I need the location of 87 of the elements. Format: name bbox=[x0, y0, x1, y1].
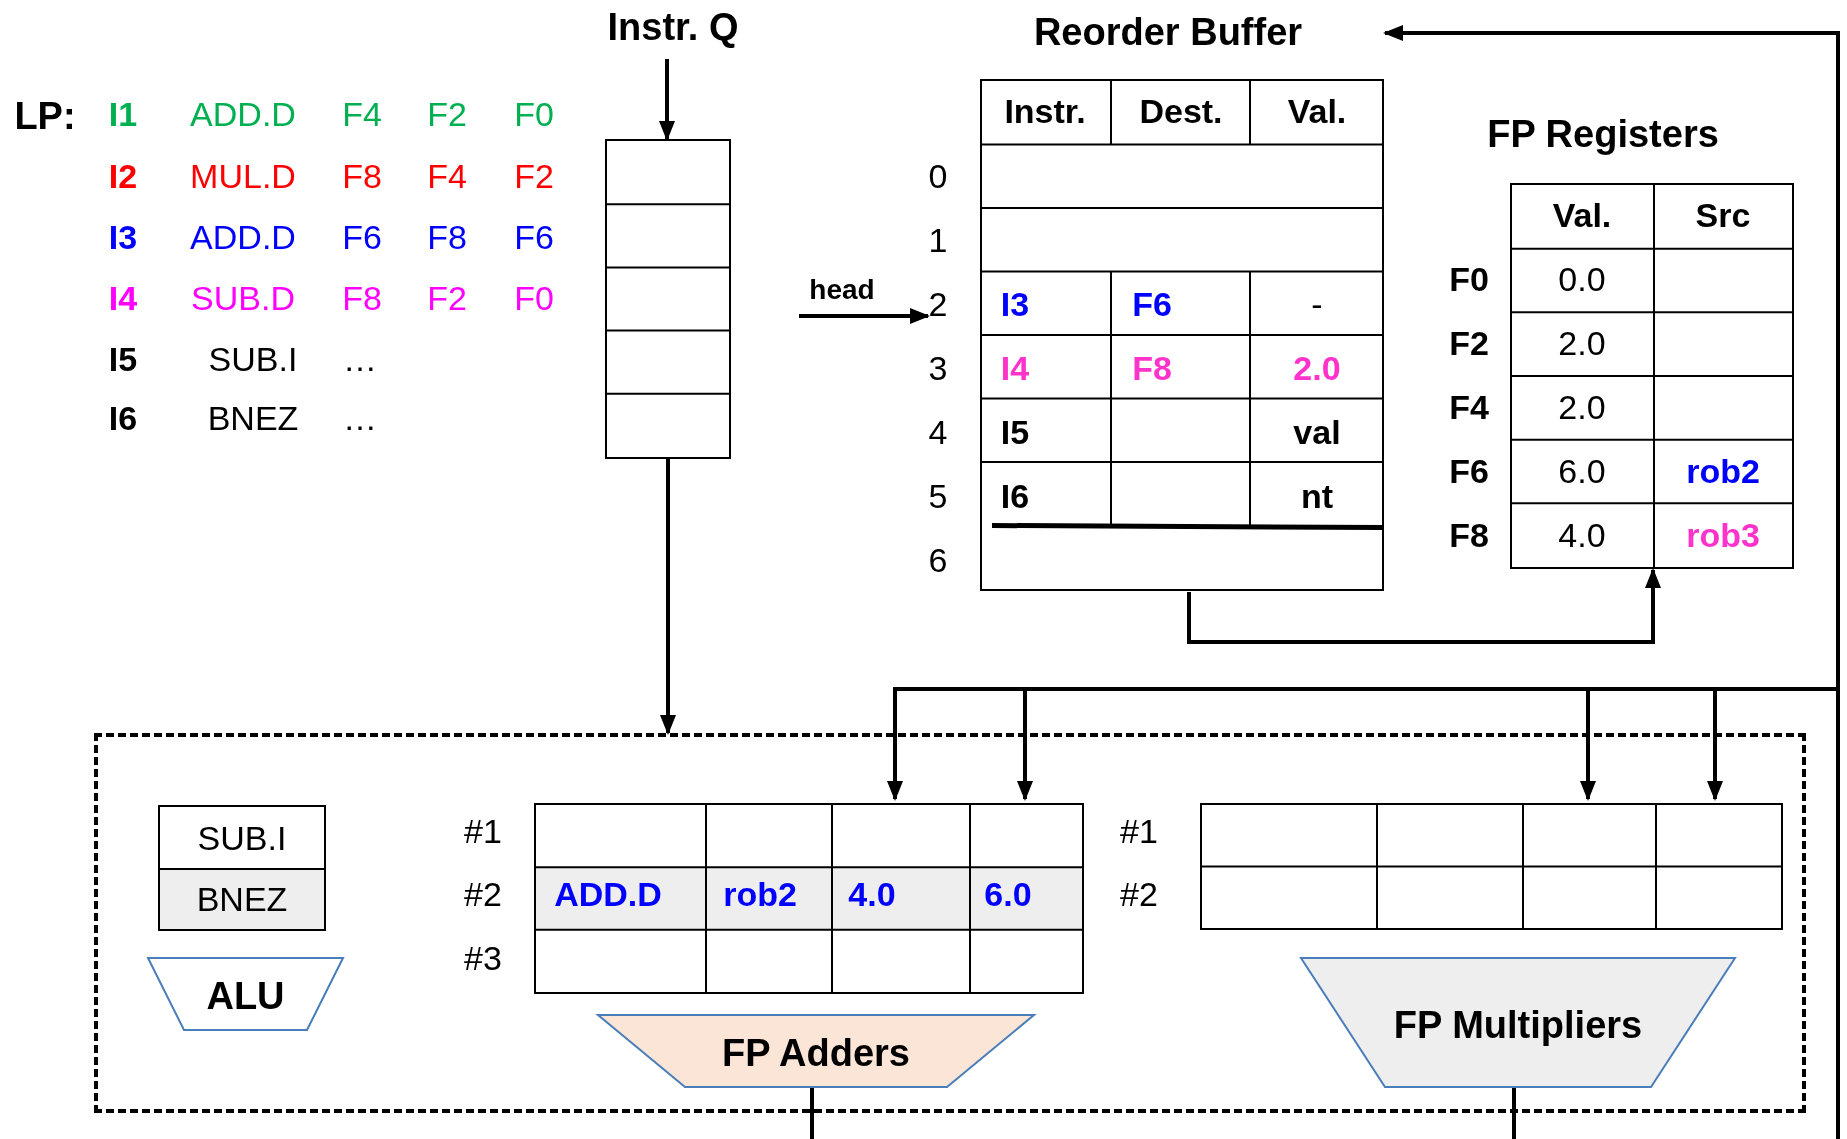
queue-title: Instr. Q bbox=[607, 7, 739, 49]
code-text: F8 bbox=[342, 158, 382, 196]
stack-entry: BNEZ bbox=[196, 880, 288, 919]
cell-value: 2.0 bbox=[1558, 325, 1606, 363]
table-title: FP Registers bbox=[1487, 114, 1719, 156]
register-name: F0 bbox=[1449, 261, 1489, 299]
row-number: 0 bbox=[928, 158, 948, 196]
code-text: F0 bbox=[514, 280, 554, 318]
cell-value: 2.0 bbox=[1558, 389, 1606, 427]
code-text: F2 bbox=[427, 96, 467, 134]
code-text: BNEZ bbox=[207, 400, 299, 438]
code-text: F4 bbox=[342, 96, 382, 134]
row-number: 4 bbox=[928, 414, 948, 452]
code-text: SUB.D bbox=[191, 280, 295, 318]
code-text: F2 bbox=[514, 158, 554, 196]
register-name: F4 bbox=[1449, 389, 1489, 427]
station-number: #2 bbox=[1120, 876, 1158, 914]
code-text: F8 bbox=[342, 280, 382, 318]
cell-value: I6 bbox=[1000, 478, 1030, 516]
cell-value: - bbox=[1311, 286, 1323, 324]
cell-value: I3 bbox=[1000, 286, 1030, 324]
column-header: Val. bbox=[1287, 93, 1347, 131]
register-name: F8 bbox=[1449, 517, 1489, 555]
reservation-station-table bbox=[534, 803, 1084, 994]
instruction-id: I4 bbox=[108, 280, 138, 318]
row-number: 6 bbox=[928, 542, 948, 580]
code-text: MUL.D bbox=[190, 158, 296, 196]
unit-label: ALU bbox=[206, 976, 285, 1018]
instruction-id: I3 bbox=[108, 219, 138, 257]
column-header: Dest. bbox=[1139, 93, 1223, 131]
stack-entry: SUB.I bbox=[197, 819, 287, 858]
instruction-id: I1 bbox=[108, 96, 138, 134]
code-text: ADD.D bbox=[190, 96, 296, 134]
arrow bbox=[660, 459, 676, 735]
arrow bbox=[799, 308, 930, 324]
cell-value: I4 bbox=[1000, 350, 1030, 388]
unit-label: FP Adders bbox=[722, 1033, 910, 1075]
code-text: F2 bbox=[427, 280, 467, 318]
column-header: Instr. bbox=[1004, 93, 1086, 131]
row-number: 5 bbox=[928, 478, 948, 516]
cell-value: 6.0 bbox=[984, 876, 1032, 914]
cell-value: rob3 bbox=[1686, 517, 1760, 555]
cell-value: F8 bbox=[1132, 350, 1172, 388]
instruction-id: I2 bbox=[108, 158, 138, 196]
instruction-id: I6 bbox=[108, 400, 138, 438]
code-text: F6 bbox=[342, 219, 382, 257]
code-text: F8 bbox=[427, 219, 467, 257]
register-name: F6 bbox=[1449, 453, 1489, 491]
column-header: Src bbox=[1695, 197, 1751, 235]
cell-value: nt bbox=[1300, 478, 1334, 516]
instruction-stack bbox=[158, 805, 326, 931]
arrow bbox=[1187, 568, 1661, 644]
code-text: ADD.D bbox=[190, 219, 296, 257]
register-name: F2 bbox=[1449, 325, 1489, 363]
cell-value: ADD.D bbox=[554, 876, 662, 914]
row-number: 3 bbox=[928, 350, 948, 388]
column-header: Val. bbox=[1552, 197, 1612, 235]
cell-value: I5 bbox=[1000, 414, 1030, 452]
program-label: LP: bbox=[14, 96, 76, 138]
code-text: SUB.I bbox=[208, 341, 298, 379]
cell-value: F6 bbox=[1132, 286, 1172, 324]
cell-value: rob2 bbox=[723, 876, 797, 914]
station-number: #1 bbox=[464, 813, 502, 851]
row-number: 1 bbox=[928, 222, 948, 260]
row-number: 2 bbox=[928, 286, 948, 324]
cell-value: rob2 bbox=[1686, 453, 1760, 491]
station-number: #3 bbox=[464, 940, 502, 978]
cell-value: 6.0 bbox=[1558, 453, 1606, 491]
code-text: F0 bbox=[514, 96, 554, 134]
edge-label: head bbox=[809, 274, 875, 306]
reservation-station-table bbox=[1200, 803, 1783, 930]
code-text: F6 bbox=[514, 219, 554, 257]
arrow bbox=[659, 59, 675, 141]
table-title: Reorder Buffer bbox=[1033, 12, 1303, 54]
cell-value: 4.0 bbox=[1558, 517, 1606, 555]
station-number: #2 bbox=[464, 876, 502, 914]
cell-value: 4.0 bbox=[848, 876, 896, 914]
station-number: #1 bbox=[1120, 813, 1158, 851]
unit-label: FP Multipliers bbox=[1392, 1004, 1644, 1047]
dashed-boundary bbox=[94, 733, 1806, 1113]
code-text: F4 bbox=[427, 158, 467, 196]
code-text: … bbox=[343, 400, 377, 438]
code-text: … bbox=[343, 341, 377, 379]
instruction-id: I5 bbox=[108, 341, 138, 379]
cell-value: val bbox=[1293, 414, 1341, 452]
cell-value: 2.0 bbox=[1293, 350, 1341, 388]
cell-value: 0.0 bbox=[1558, 261, 1606, 299]
